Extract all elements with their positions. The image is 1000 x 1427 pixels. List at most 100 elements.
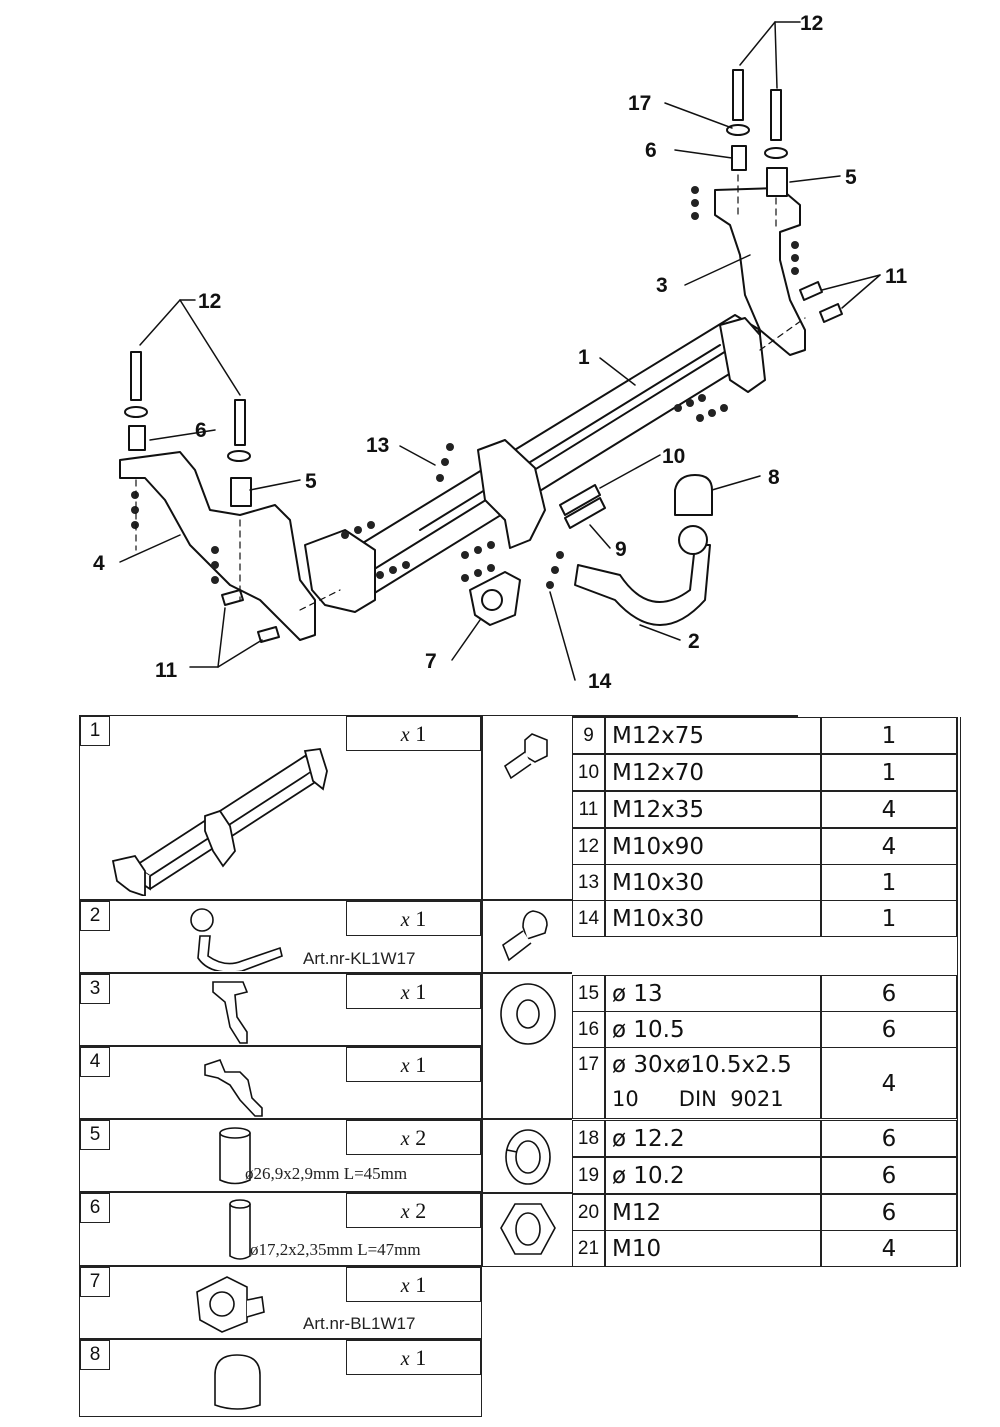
callout-7: 7	[425, 650, 437, 673]
part-number: 2	[80, 901, 110, 931]
callout-11-left: 11	[155, 659, 178, 682]
callout-13: 13	[366, 434, 389, 457]
spec-description: M12	[605, 1194, 821, 1231]
spec-number: 12	[572, 828, 605, 865]
spec-description: M10x30	[605, 864, 821, 901]
tow-ball-thumbnail	[190, 908, 283, 971]
callout-17: 17	[628, 92, 651, 115]
callout-6-left: 6	[195, 419, 207, 442]
bolt-group	[482, 715, 572, 900]
spacer-tube-small-thumbnail	[229, 1199, 251, 1260]
spec-description: M10x90	[605, 828, 821, 865]
art-number: Art.nr-BL1W17	[303, 1314, 416, 1333]
spec-quantity: 1	[821, 717, 957, 754]
spec-number: 13	[572, 864, 605, 901]
callout-12-left: 12	[198, 290, 221, 313]
part-quantity: x 1	[346, 1340, 481, 1375]
tow-ball-arm	[574, 525, 711, 626]
callout-3: 3	[656, 274, 668, 297]
part-number: 3	[80, 974, 110, 1004]
right-long-bolts	[726, 69, 788, 197]
spec-quantity: 6	[821, 975, 957, 1012]
spec-number: 14	[572, 900, 605, 937]
spec-quantity: 6	[821, 1120, 957, 1157]
part-number: 7	[80, 1267, 110, 1297]
spec-description: ø 30xø10.5x2.5 10 DIN 9021	[605, 1047, 821, 1119]
spec-quantity: 4	[821, 828, 957, 865]
right-end-plate	[719, 317, 766, 393]
spec-quantity: 4	[821, 1230, 957, 1267]
ball-cover-thumbnail	[214, 1354, 261, 1410]
spec-description: M10	[605, 1230, 821, 1267]
left-bracket-thumbnail	[204, 1059, 263, 1117]
callout-2: 2	[688, 630, 700, 653]
part-row-7: 7 x 1 Art.nr-BL1W17	[79, 1266, 482, 1339]
dimension-note: ø26,9x2,9mm L=45mm	[245, 1164, 408, 1183]
callout-1: 1	[578, 346, 590, 369]
exploded-diagram: 12 17 6 5 3 11 1 12 6 13 10 8 5 4 9 11 7…	[93, 12, 908, 693]
washer-group	[482, 973, 572, 1119]
spec-number: 15	[572, 975, 605, 1012]
socket-plate-thumbnail	[196, 1276, 265, 1333]
spec-quantity: 6	[821, 1011, 957, 1048]
callout-10: 10	[662, 445, 685, 468]
part-row-3: 3 x 1	[79, 973, 482, 1046]
spec-quantity: 1	[821, 864, 957, 901]
part-quantity: x 1	[346, 1267, 481, 1302]
left-end-plate	[304, 529, 376, 613]
spec-description: ø 10.2	[605, 1157, 821, 1194]
spec-description: M12x35	[605, 791, 821, 828]
part-quantity: x 1	[346, 974, 481, 1009]
part-row-4: 4 x 1	[79, 1046, 482, 1119]
part-number: 6	[80, 1193, 110, 1223]
spacer-tube-large-thumbnail	[219, 1127, 251, 1185]
spec-quantity: 6	[821, 1157, 957, 1194]
part-row-5: 5 x 2 ø26,9x2,9mm L=45mm	[79, 1119, 482, 1192]
short-bolts	[221, 281, 843, 643]
callout-6-top: 6	[645, 139, 657, 162]
spec-description-line1: ø 30xø10.5x2.5	[612, 1052, 792, 1078]
art-number: Art.nr-KL1W17	[303, 949, 416, 968]
spec-description: ø 12.2	[605, 1120, 821, 1157]
cross-beam-thumbnail	[111, 748, 328, 896]
part-number: 4	[80, 1047, 110, 1077]
callout-9: 9	[615, 538, 627, 561]
part-quantity: x 2	[346, 1120, 481, 1155]
spec-number: 16	[572, 1011, 605, 1048]
spec-quantity: 4	[821, 1047, 957, 1119]
part-number: 5	[80, 1120, 110, 1150]
part-quantity: x 2	[346, 1193, 481, 1228]
spec-description: M12x70	[605, 754, 821, 791]
right-bracket-thumbnail	[212, 981, 249, 1044]
part-row-6: 6 x 2 ø17,2x2,35mm L=47mm	[79, 1192, 482, 1266]
spec-number: 10	[572, 754, 605, 791]
socket-bolt-group	[482, 900, 572, 973]
socket-plate	[469, 571, 521, 626]
part-quantity: x 1	[346, 1047, 481, 1082]
callout-5-top: 5	[845, 166, 857, 189]
spec-quantity: 1	[821, 900, 957, 937]
washer-icon	[500, 983, 556, 1045]
part-row-2: 2 x 1 Art.nr-KL1W17	[79, 900, 482, 973]
callout-12-top: 12	[800, 12, 823, 35]
spec-description: M10x30	[605, 900, 821, 937]
part-number: 8	[80, 1340, 110, 1370]
spec-number: 17	[572, 1047, 605, 1119]
spec-description: ø 10.5	[605, 1011, 821, 1048]
callout-5-left: 5	[305, 470, 317, 493]
right-bracket	[714, 187, 806, 356]
spec-quantity: 6	[821, 1194, 957, 1231]
part-number: 1	[80, 716, 110, 746]
hex-nut-group	[482, 1193, 572, 1267]
part-quantity: x 1	[346, 901, 481, 936]
spec-description: ø 13	[605, 975, 821, 1012]
left-long-bolts	[124, 351, 252, 507]
dimension-note: ø17,2x2,35mm L=47mm	[250, 1240, 421, 1259]
callout-8: 8	[768, 466, 780, 489]
callout-11-top: 11	[885, 265, 908, 288]
spec-quantity: 1	[821, 754, 957, 791]
spec-number: 11	[572, 791, 605, 828]
spec-number: 18	[572, 1120, 605, 1157]
bolt-icon	[503, 733, 548, 780]
